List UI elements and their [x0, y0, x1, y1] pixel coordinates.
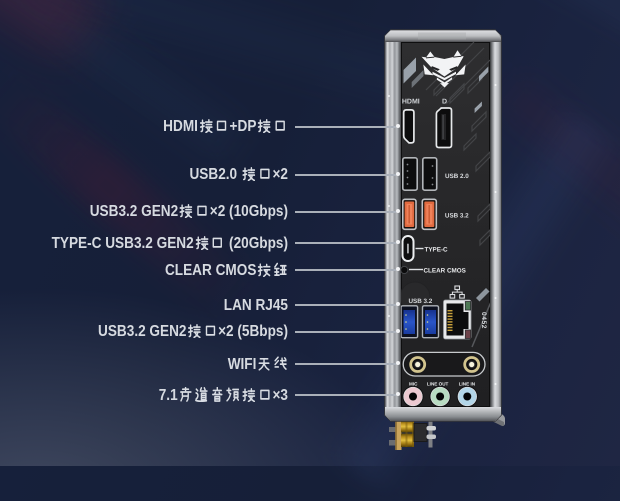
- svg-text:USB 3.2: USB 3.2: [445, 213, 469, 220]
- svg-text:LINE OUT: LINE OUT: [427, 382, 449, 387]
- svg-text:USB 2.0: USB 2.0: [445, 173, 469, 180]
- svg-text:D: D: [442, 99, 447, 106]
- svg-text:HDMI: HDMI: [402, 99, 420, 106]
- svg-text:0452: 0452: [480, 312, 487, 329]
- svg-text:CLEAR CMOS: CLEAR CMOS: [424, 268, 466, 275]
- svg-text:TYPE-C: TYPE-C: [425, 246, 449, 253]
- svg-text:USB 3.2: USB 3.2: [409, 298, 433, 305]
- svg-text:MIC: MIC: [409, 382, 418, 387]
- svg-text:LINE IN: LINE IN: [459, 382, 476, 387]
